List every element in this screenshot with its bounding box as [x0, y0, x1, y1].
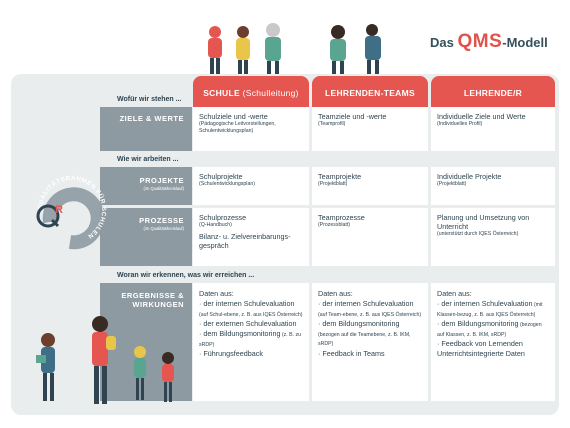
teams-people-figure — [330, 24, 381, 74]
cell-small-text: (Projektblatt) — [437, 181, 467, 187]
result-item-text: · der internen Schulevaluation — [318, 299, 414, 308]
people-illustration — [208, 23, 381, 74]
cell-small-text: (unterstützt durch IQES Österreich) — [437, 231, 519, 237]
result-item-text: · dem Bildungsmonitoring — [199, 329, 281, 338]
row-label-text: PROZESSE — [139, 216, 184, 225]
result-item-text: · Feedback von Lernenden — [437, 339, 523, 348]
result-item: · der externen Schulevaluation — [199, 319, 303, 328]
row-label-ziele: ZIELE & WERTE — [100, 107, 192, 151]
result-item-text: · dem Bildungsmonitoring — [318, 319, 400, 328]
result-item-text: · Führungsfeedback — [199, 349, 263, 358]
row-label-text: ZIELE & WERTE — [119, 114, 184, 123]
result-item: · dem Bildungsmonitoring (bezogen auf di… — [318, 319, 422, 348]
child-figure — [134, 346, 146, 400]
cell-small-text: (Q-Handbuch) — [199, 222, 232, 228]
column-title: LEHRENDE/R — [463, 88, 523, 98]
result-item: · der internen Schulevaluation (auf Team… — [318, 299, 422, 318]
result-item-text: Unterrichtsintegrierte Daten — [437, 349, 525, 358]
result-item: · der internen Schulevaluation (auf Schu… — [199, 299, 303, 318]
result-item: · Führungsfeedback — [199, 349, 303, 358]
column-header-schule: SCHULE (Schulleitung) — [193, 76, 309, 110]
brand-prefix: Das — [430, 35, 458, 50]
school-people-figure — [208, 23, 281, 74]
cell-lehrende-prozesse: Planung und Umsetzung von Unterricht (un… — [431, 208, 555, 266]
cell-main-text: Teamprojekte — [318, 172, 362, 181]
cell-small-text: (Prozessblatt) — [318, 222, 350, 228]
quality-frame-ring: QUALITÄTSRAHMEN FÜR SCHULEN R — [36, 175, 106, 250]
result-item: · dem Bildungsmonitoring (z. B. zu sRDP) — [199, 329, 303, 348]
cell-schule-projekte: Schulprojekte (Schulentwicklungsplan) — [193, 167, 309, 205]
cell-head-text: Daten aus: — [437, 289, 472, 298]
cell-head-text: Daten aus: — [199, 289, 234, 298]
result-item-note: (bezogen auf die Teamebene, z. B. IKM, s… — [318, 331, 411, 348]
brand-suffix: -Modell — [502, 35, 548, 50]
result-item: · dem Bildungsmonitoring (bezogen auf Kl… — [437, 319, 549, 338]
cell-teams-ziele: Teamziele und -werte (Teamprofil) — [312, 107, 428, 151]
cell-extra-text: Bilanz- u. Zielvereinbarungs-gespräch — [199, 231, 291, 250]
cell-teams-projekte: Teamprojekte (Projektblatt) — [312, 167, 428, 205]
cell-main-text: Individuelle Projekte — [437, 172, 502, 181]
cell-main-text: Teamprozesse — [318, 213, 365, 222]
result-item-text: · der internen Schulevaluation — [199, 299, 295, 308]
result-item-text: · dem Bildungsmonitoring — [437, 319, 519, 328]
row-label-sub: (im Qualitätskreislauf) — [143, 186, 185, 191]
child-figure — [36, 333, 55, 401]
children-illustration — [36, 316, 174, 404]
logo-r-letter: R — [55, 204, 63, 216]
cell-small-text: (Individuelles Profil) — [437, 121, 483, 127]
cell-main-text: Planung und Umsetzung von Unterricht — [437, 213, 530, 231]
cell-main-text: Schulprozesse — [199, 213, 247, 222]
cell-teams-prozesse: Teamprozesse (Prozessblatt) — [312, 208, 428, 266]
result-item: Unterrichtsintegrierte Daten — [437, 349, 549, 358]
result-item: · Feedback in Teams — [318, 349, 422, 358]
cell-main-text: Teamziele und -werte — [318, 112, 387, 121]
result-item-note: (bezogen auf Klassen, z. B. IKM, sRDP) — [437, 322, 542, 338]
row-label-text: PROJEKTE — [139, 176, 184, 185]
row-label-projekte: PROJEKTE (im Qualitätskreislauf) — [100, 167, 192, 205]
cell-teams-ergebnisse: Daten aus: · der internen Schulevaluatio… — [312, 283, 428, 401]
cell-schule-ziele: Schulziele und -werte (Pädagogische Leit… — [193, 107, 309, 151]
result-item-note: (auf Team-ebene, z. B. aus IQES Österrei… — [318, 311, 422, 318]
result-item-text: · der externen Schulevaluation — [199, 319, 297, 328]
cell-schule-prozesse: Schulprozesse (Q-Handbuch) Bilanz- u. Zi… — [193, 208, 309, 266]
cell-main-text: Schulprojekte — [199, 172, 243, 181]
cell-small-text: (Schulentwicklungsplan) — [199, 181, 255, 187]
cell-lehrende-ergebnisse: Daten aus: · der internen Schulevaluatio… — [431, 283, 555, 401]
column-title: LEHRENDEN-TEAMS — [325, 88, 415, 98]
cell-head-text: Daten aus: — [318, 289, 353, 298]
cell-main-text: Individuelle Ziele und Werte — [437, 112, 526, 121]
result-item-text: · Feedback in Teams — [318, 348, 385, 358]
brand-qms: QMS — [457, 31, 503, 52]
cell-schule-ergebnisse: Daten aus: · der internen Schulevaluatio… — [193, 283, 309, 401]
section-label-woran: Woran wir erkennen, was wir erreichen ..… — [117, 272, 255, 279]
cell-small-text: (Pädagogische Leitvorstellungen, Schulen… — [199, 121, 276, 134]
cell-main-text: Schulziele und -werte — [199, 112, 268, 121]
column-header-lehrende: LEHRENDE/R — [431, 76, 555, 110]
child-figure — [162, 352, 174, 402]
result-item-note: (z. B. zu sRDP) — [199, 332, 301, 348]
cell-small-text: (Teamprofil) — [318, 121, 346, 127]
result-item-note: (auf Schul-ebene, z. B. aus IQES Österre… — [199, 311, 303, 318]
result-item-note: (mit Klassen-bezug, z. B. aus IQES Öster… — [437, 302, 543, 318]
row-label-sub: (im Qualitätskreislauf) — [143, 226, 185, 231]
cell-lehrende-projekte: Individuelle Projekte (Projektblatt) — [431, 167, 555, 205]
result-item-text: · der internen Schulevaluation — [437, 299, 533, 308]
brand-title: Das QMS-Modell — [430, 31, 548, 53]
row-label-text: ERGEBNISSE & — [121, 291, 184, 300]
column-subtitle: (Schulleitung) — [239, 88, 299, 98]
cell-lehrende-ziele: Individuelle Ziele und Werte (Individuel… — [431, 107, 555, 151]
section-label-wie: Wie wir arbeiten ... — [117, 156, 179, 163]
cell-small-text: (Projektblatt) — [318, 181, 348, 187]
section-label-wofuer: Wofür wir stehen ... — [117, 96, 182, 103]
result-item: · der internen Schulevaluation (mit Klas… — [437, 299, 549, 318]
column-title: SCHULE — [203, 88, 240, 98]
row-label-prozesse: PROZESSE (im Qualitätskreislauf) — [100, 208, 192, 266]
row-label-text-2: WIRKUNGEN — [132, 300, 184, 309]
qr-logo: R — [36, 204, 63, 228]
column-header-teams: LEHRENDEN-TEAMS — [312, 76, 428, 110]
child-figure — [92, 316, 116, 404]
result-item: · Feedback von Lernenden — [437, 339, 549, 348]
